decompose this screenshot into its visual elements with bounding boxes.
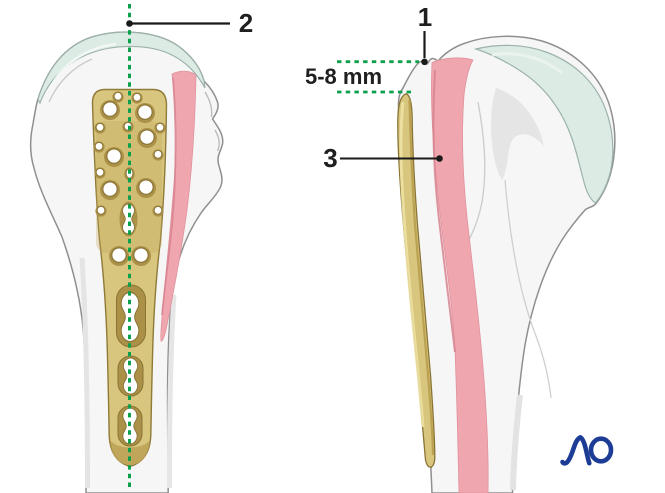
plate-screw-hole bbox=[99, 179, 121, 201]
plate-lateral-highlight bbox=[399, 101, 425, 428]
bicipital-band-lateral-edge bbox=[432, 69, 456, 353]
callout-2-label: 2 bbox=[239, 8, 253, 38]
bone-shading-left bbox=[79, 257, 90, 489]
plate-screw-hole bbox=[134, 102, 156, 124]
head-inner-contour bbox=[48, 58, 93, 103]
callout-2: 2 bbox=[126, 8, 253, 38]
plate-screw-hole bbox=[94, 204, 108, 218]
head-shading-blob bbox=[491, 88, 544, 180]
ao-logo bbox=[560, 435, 614, 466]
plate-tip-shade bbox=[110, 440, 150, 465]
tuberosity-mark-2 bbox=[214, 129, 220, 152]
plate-lateral-shadow bbox=[408, 99, 435, 456]
plate-screw-hole bbox=[130, 245, 152, 267]
bone-shading-right bbox=[166, 294, 177, 489]
cartilage-cap-lateral bbox=[473, 44, 614, 204]
cartilage-cap-anterior bbox=[37, 31, 206, 105]
plate-screw-hole bbox=[135, 177, 157, 199]
callout-3-label: 3 bbox=[323, 143, 337, 173]
anterior-view: 2 bbox=[29, 4, 253, 493]
head-contour-2 bbox=[504, 179, 552, 399]
cartilage-highlight bbox=[51, 42, 117, 84]
plate-screw-hole bbox=[130, 91, 144, 105]
shaft-shading bbox=[510, 394, 523, 491]
plate-screw-hole bbox=[153, 121, 167, 135]
ao-logo-letter-a bbox=[560, 435, 592, 466]
callout-3: 3 bbox=[323, 143, 443, 173]
plate-screw-hole bbox=[151, 148, 165, 162]
plate-screw-hole bbox=[93, 121, 107, 135]
plate-screw-hole bbox=[92, 140, 106, 154]
plate-screw-hole bbox=[99, 99, 121, 121]
plate-screw-hole bbox=[151, 204, 165, 218]
callout-1: 1 bbox=[418, 2, 432, 66]
plate-screw-hole bbox=[103, 146, 125, 168]
head-contour-1 bbox=[468, 101, 486, 241]
callout-1-dot bbox=[421, 58, 428, 66]
bicipital-band-lateral bbox=[431, 57, 489, 493]
callout-1-label: 1 bbox=[418, 2, 432, 32]
distance-label: 5-8 mm bbox=[305, 64, 382, 89]
plate-screw-hole bbox=[136, 127, 158, 149]
cartilage-highlight-lateral bbox=[491, 52, 563, 75]
lateral-view: 5-8 mm 1 3 bbox=[305, 2, 616, 493]
plate-screw-hole bbox=[93, 166, 107, 180]
bicipital-band-edge bbox=[161, 77, 177, 316]
callout-3-dot bbox=[436, 155, 443, 162]
plate-screw-hole bbox=[108, 245, 130, 267]
callout-2-dot bbox=[126, 20, 133, 27]
tuberosity-mark-1 bbox=[204, 91, 213, 118]
ao-logo-letter-o bbox=[588, 436, 614, 464]
